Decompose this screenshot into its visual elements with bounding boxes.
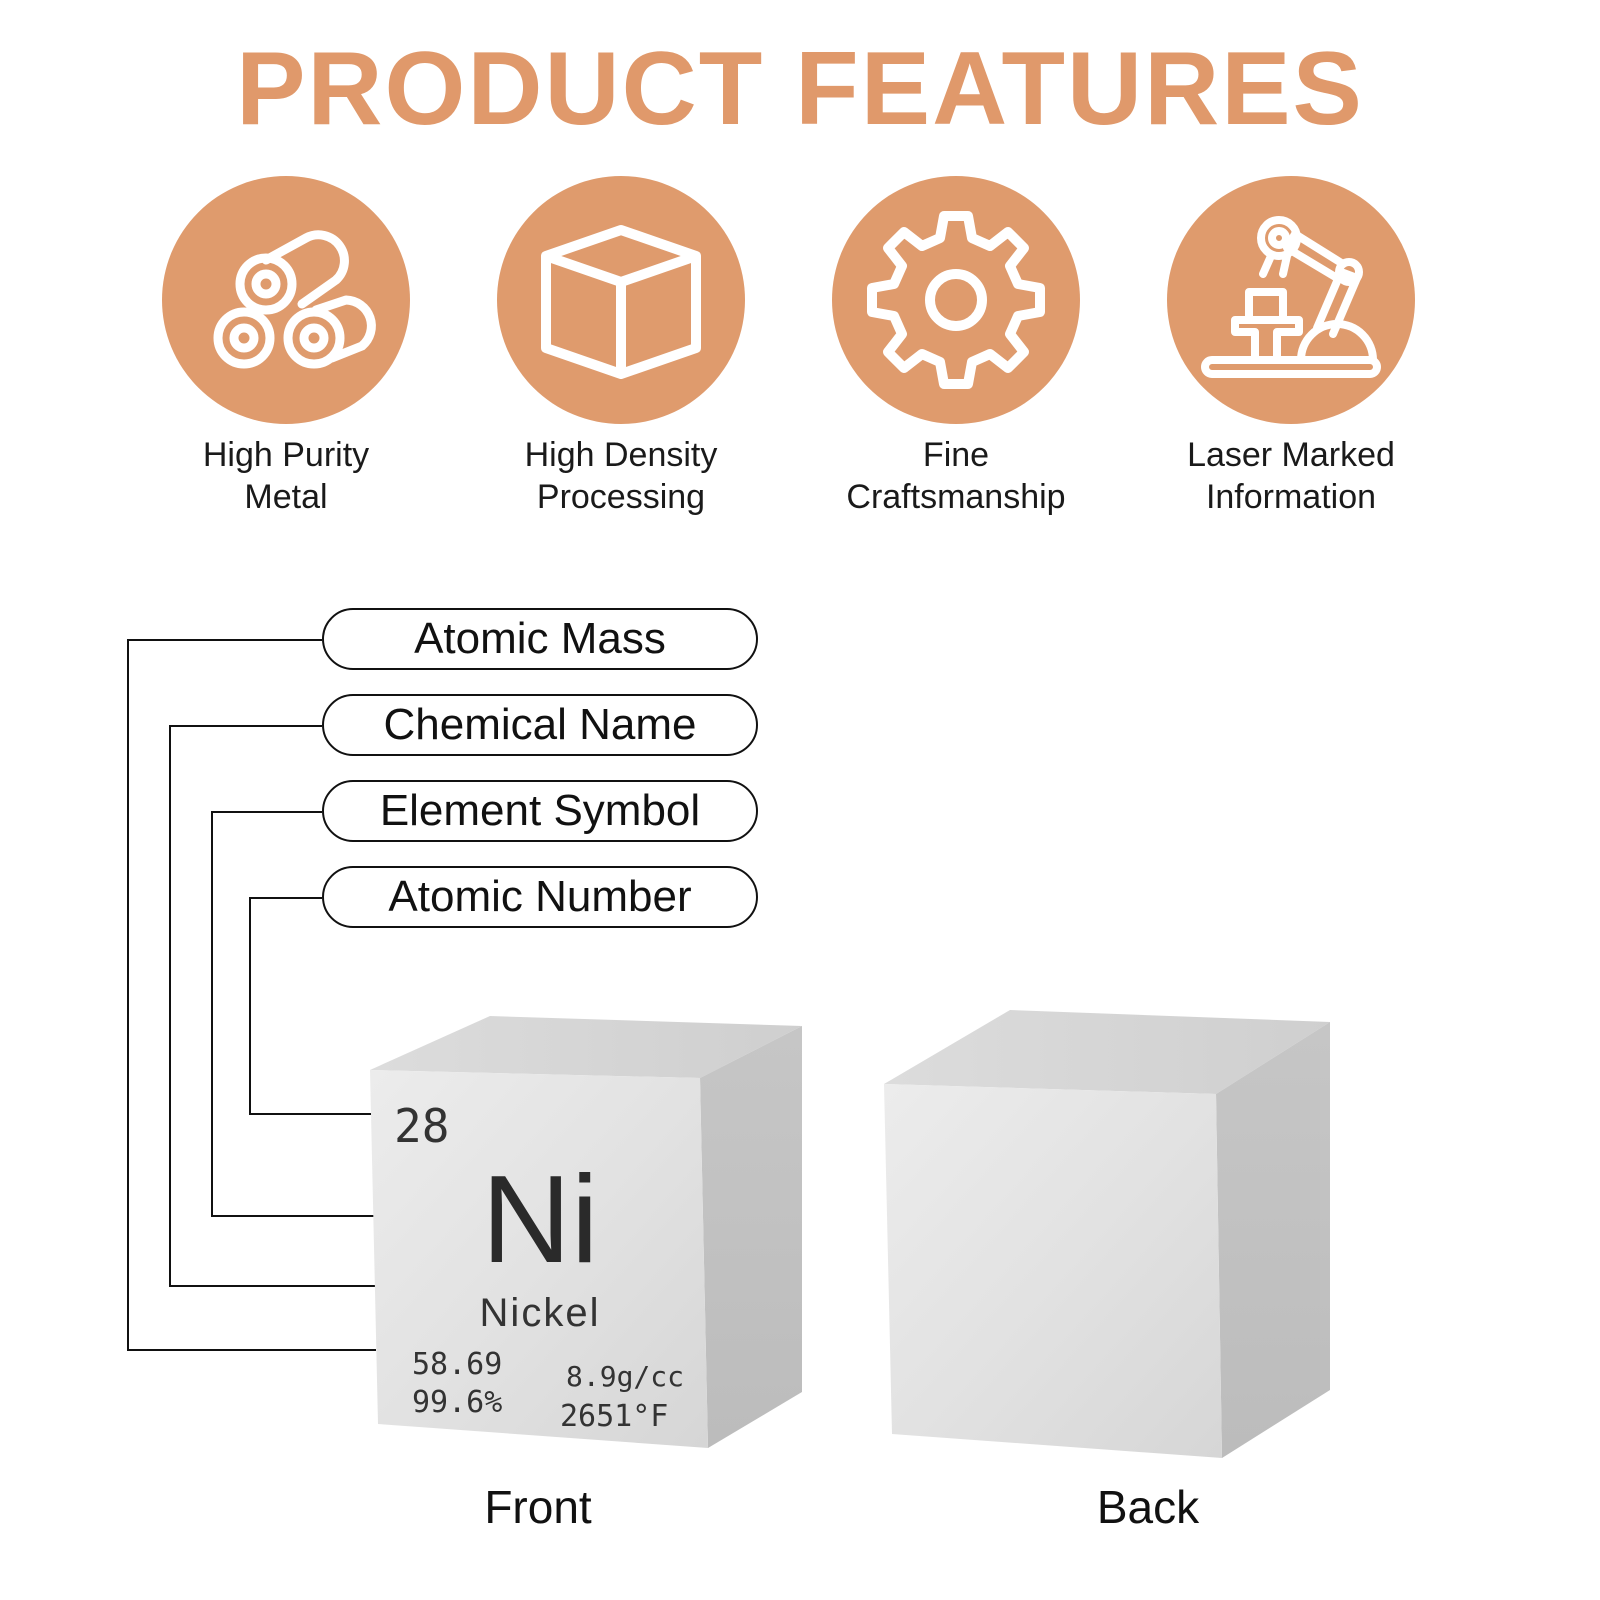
feature-circle [162,176,410,424]
atomic-number-text: 28 [394,1099,449,1153]
callout-chemical-name: Chemical Name [322,694,758,756]
connector-element-symbol [211,811,376,1217]
front-cube-top [370,1016,802,1078]
front-cube-face [370,1070,708,1448]
back-cube-top [884,1010,1330,1094]
chemical-name-text: Nickel [480,1291,601,1335]
connector-chemical-name [169,725,376,1287]
back-cube-face [884,1084,1222,1458]
feature-label-line1: High Purity [202,436,370,474]
callout-atomic-mass: Atomic Mass [322,608,758,670]
back-cube [884,1010,1330,1458]
feature-label-line1: High Density [524,436,718,474]
connector-lines [127,639,376,1351]
feature-circle [497,176,745,424]
element-symbol-text: Ni [481,1151,598,1289]
feature-laser-marked-information: Laser Marked Information [1131,176,1451,518]
feature-label: Laser Marked Information [1131,434,1451,518]
front-cube-side [700,1026,802,1448]
feature-label: Fine Craftsmanship [796,434,1116,518]
front-cube: 28 Ni Nickel 58.69 99.6% 8.9g/cc 2651°F [370,1016,802,1448]
feature-label-line2: Metal [244,478,328,516]
purity-text: 99.6% [412,1385,502,1420]
atomic-mass-text: 58.69 [412,1347,502,1382]
metal-rolls-icon [213,230,376,369]
melting-point-text: 2651°F [560,1399,668,1434]
feature-high-purity-metal: High Purity Metal [126,176,446,518]
connector-atomic-number [249,897,376,1115]
feature-label: High Purity Metal [126,434,446,518]
caption-back: Back [1096,1481,1200,1533]
feature-label-line2: Craftsmanship [846,478,1066,516]
feature-label-line2: Processing [536,478,706,516]
back-cube-side [1216,1022,1330,1458]
callout-element-symbol: Element Symbol [322,780,758,842]
feature-circle [832,176,1080,424]
caption-front: Front [484,1481,592,1533]
feature-circle [1167,176,1415,424]
callout-atomic-number: Atomic Number [322,866,758,928]
cube-icon [541,225,701,379]
gear-icon [867,211,1045,389]
page-title: PRODUCT FEATURES [236,31,1364,147]
density-text: 8.9g/cc [566,1360,684,1393]
feature-fine-craftsmanship: Fine Craftsmanship [796,176,1116,518]
feature-label-line2: Information [1205,478,1377,516]
feature-high-density-processing: High Density Processing [461,176,781,518]
robot-arm-icon [1201,216,1381,378]
feature-label: High Density Processing [461,434,781,518]
connector-atomic-mass [127,639,376,1351]
feature-label-line1: Fine [922,436,990,474]
feature-label-line1: Laser Marked [1187,436,1395,474]
